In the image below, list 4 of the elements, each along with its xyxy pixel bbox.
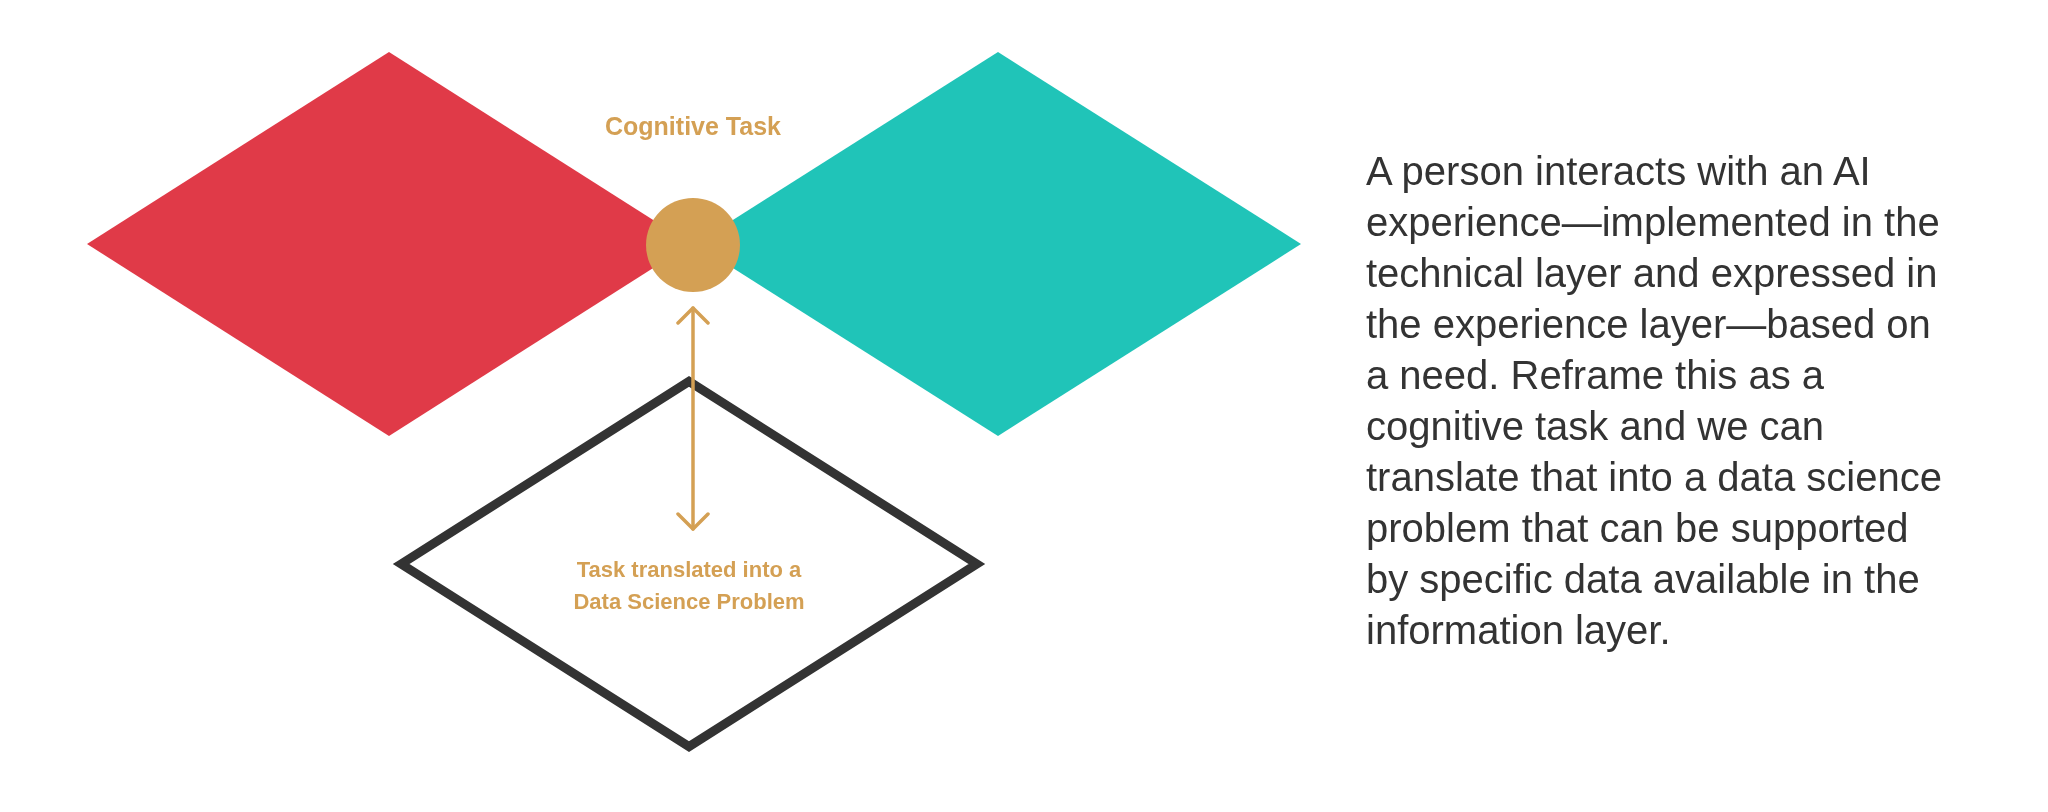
diamond-label: Task translated into a Data Science Problem [572,556,806,616]
heading-text: Cognitive Task [605,111,781,141]
description-paragraph: A person interacts with an AI experience—implemented in the technical layer and expressed in the experience layer—based on a need. Reframe this as a cognitive task and we can translate that into a data science problem that can be supported by specific data available in the information layer. [1366,148,1943,654]
double-arrow [676,306,710,531]
